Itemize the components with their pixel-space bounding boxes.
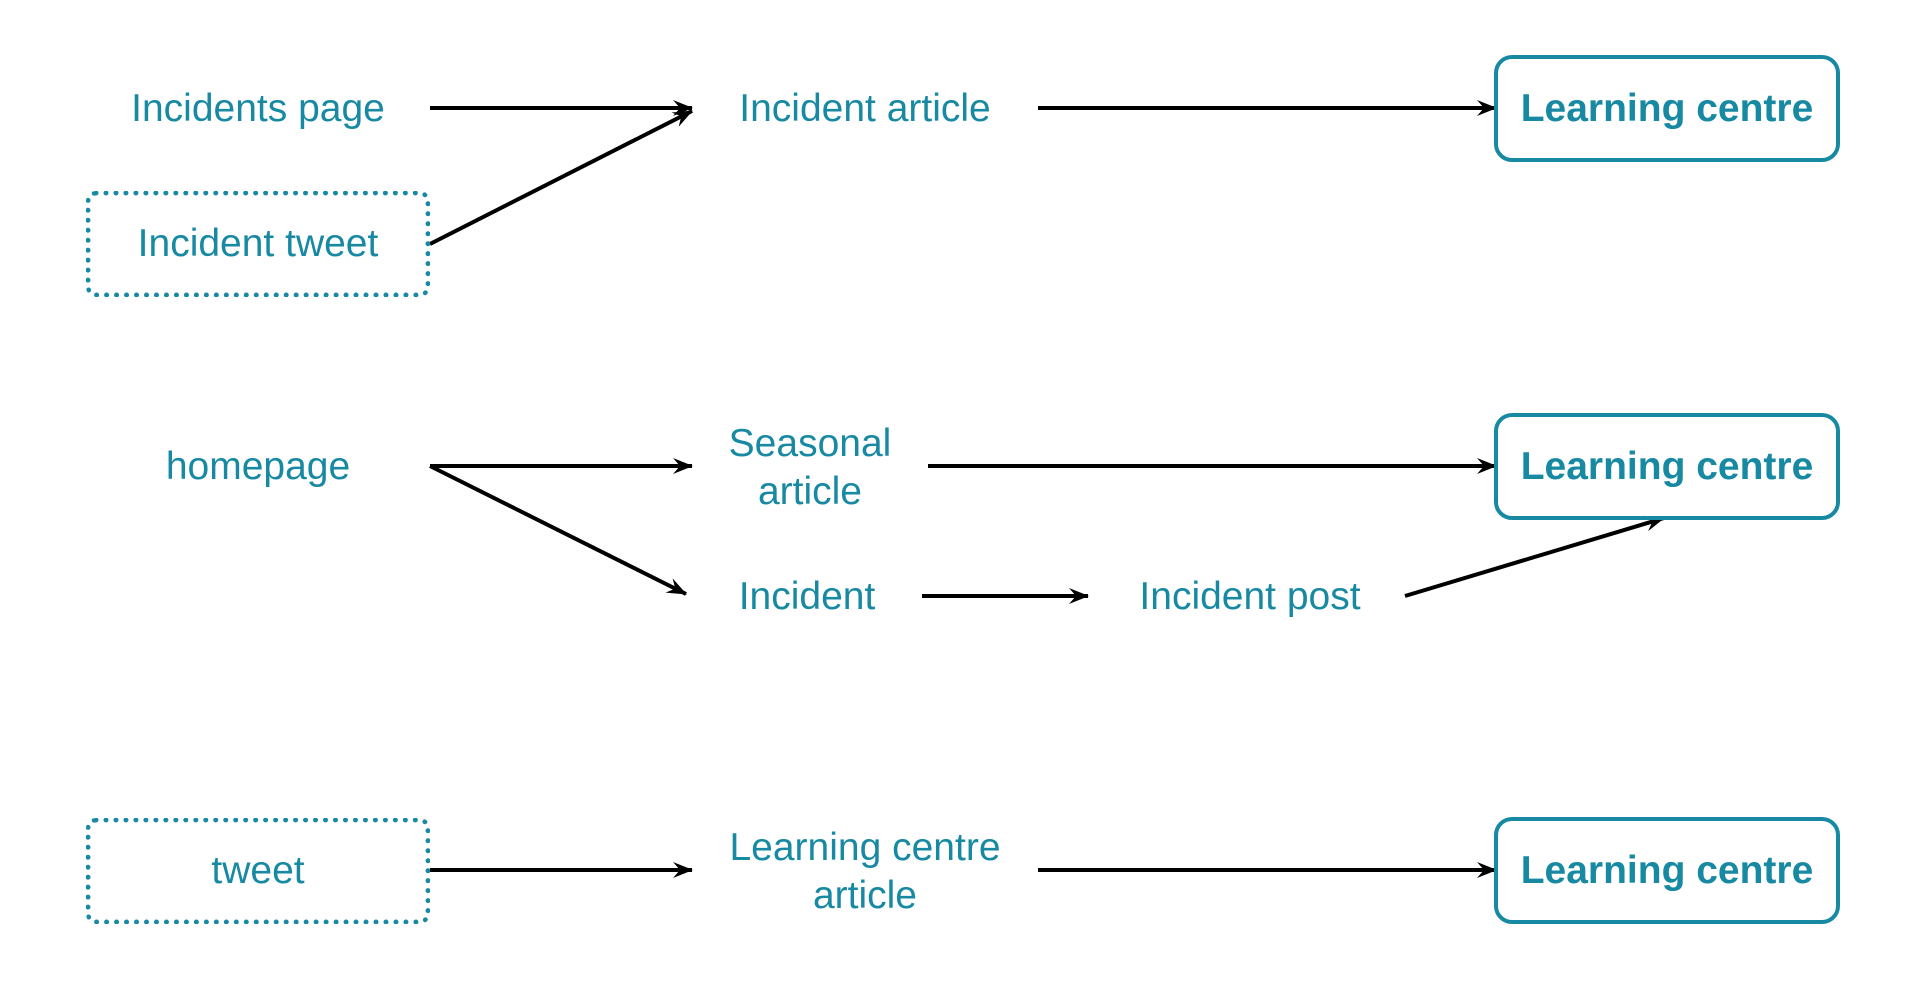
arrow-incident-post-to-learning-centre (1404, 515, 1665, 598)
node-homepage: homepage (165, 445, 351, 488)
arrow-incident-tweet-to-incident-article (429, 109, 693, 246)
node-tweet: tweet (86, 818, 430, 924)
node-incidents-page: Incidents page (131, 87, 385, 130)
node-incident: Incident (738, 575, 876, 618)
node-learning-centre: Learning centre (1494, 817, 1840, 924)
node-incident-tweet: Incident tweet (86, 191, 430, 297)
arrow-homepage-to-incident (429, 464, 687, 596)
node-incident-article: Incident article (739, 87, 991, 130)
node-seasonal-article: Seasonal article (728, 422, 892, 513)
node-incident-post: Incident post (1139, 575, 1361, 618)
node-learning-centre: Learning centre (1494, 413, 1840, 520)
node-learning-centre-article: Learning centre article (729, 826, 1001, 917)
node-learning-centre: Learning centre (1494, 55, 1840, 162)
